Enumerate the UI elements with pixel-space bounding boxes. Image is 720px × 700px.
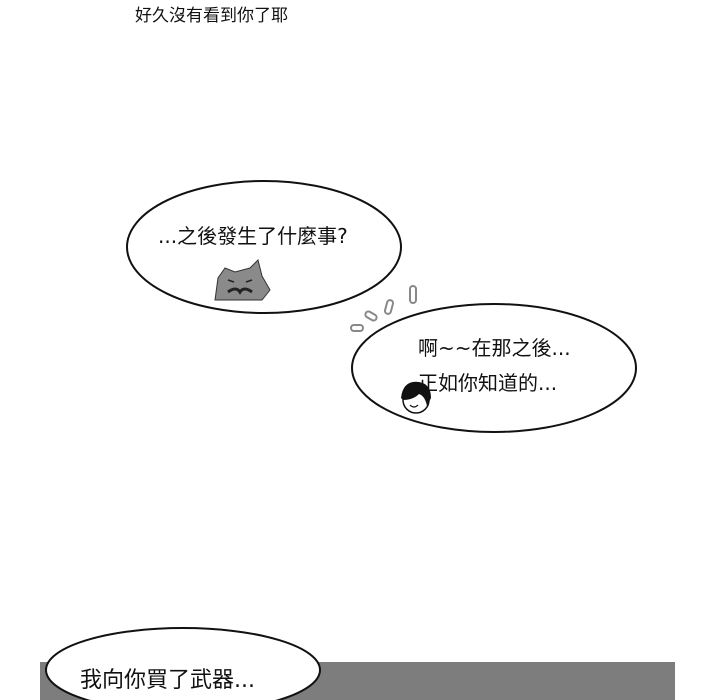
boy-face-icon [401, 381, 431, 414]
motion-marks-icon [350, 285, 417, 332]
bubble-2-line-2: 正如你知道的... [418, 371, 558, 395]
cat-face-icon [214, 259, 271, 301]
bubble-1-text: ...之後發生了什麼事? [158, 224, 348, 248]
speech-bubble-3 [45, 627, 321, 700]
bubble-2-line-1: 啊~~在那之後... [418, 336, 571, 360]
speech-bubble-1 [126, 180, 402, 314]
bubble-3-text: 我向你買了武器... [80, 668, 255, 693]
caption-text: 好久沒有看到你了耶 [135, 6, 288, 26]
